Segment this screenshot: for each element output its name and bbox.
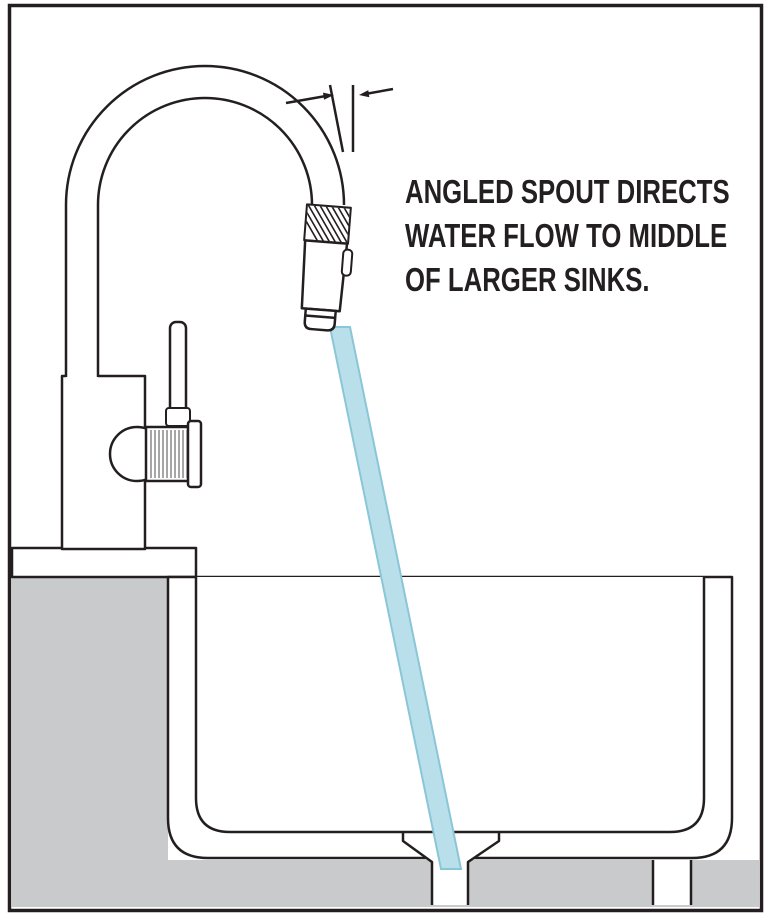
spout-nozzle-band <box>305 314 336 320</box>
angle-indicator <box>285 84 394 153</box>
angle-line-spout <box>328 84 345 153</box>
leg-pipe <box>651 860 693 905</box>
spout-head <box>300 203 354 332</box>
leg-pipe-fill <box>654 860 690 905</box>
annotation-line-2: WATER FLOW TO MIDDLE <box>405 217 728 254</box>
right-arrow-line <box>367 87 394 95</box>
left-arrowhead-icon <box>323 92 334 100</box>
drain <box>401 833 501 905</box>
right-arrowhead-icon <box>359 90 370 98</box>
cabinet-left <box>12 577 168 907</box>
left-arrow-line <box>285 94 327 105</box>
countertop <box>10 546 198 579</box>
water-stream <box>328 326 463 870</box>
handle-cap <box>186 419 203 489</box>
diagram-border <box>7 3 764 913</box>
annotation-line-3: OF LARGER SINKS. <box>405 261 650 298</box>
spout-button <box>340 248 354 277</box>
spout-body <box>300 239 349 313</box>
sink-inner-wall <box>194 577 706 834</box>
gooseneck-tube <box>64 64 346 377</box>
handle-knurl-texture <box>150 430 188 478</box>
handle-base <box>165 407 191 427</box>
annotation-line-1: ANGLED SPOUT DIRECTS <box>405 173 730 210</box>
gooseneck-fill <box>66 66 344 378</box>
spout-nozzle <box>303 307 337 332</box>
annotation-text: ANGLED SPOUT DIRECTS WATER FLOW TO MIDDL… <box>405 170 730 302</box>
cabinet-bottom <box>12 860 759 907</box>
